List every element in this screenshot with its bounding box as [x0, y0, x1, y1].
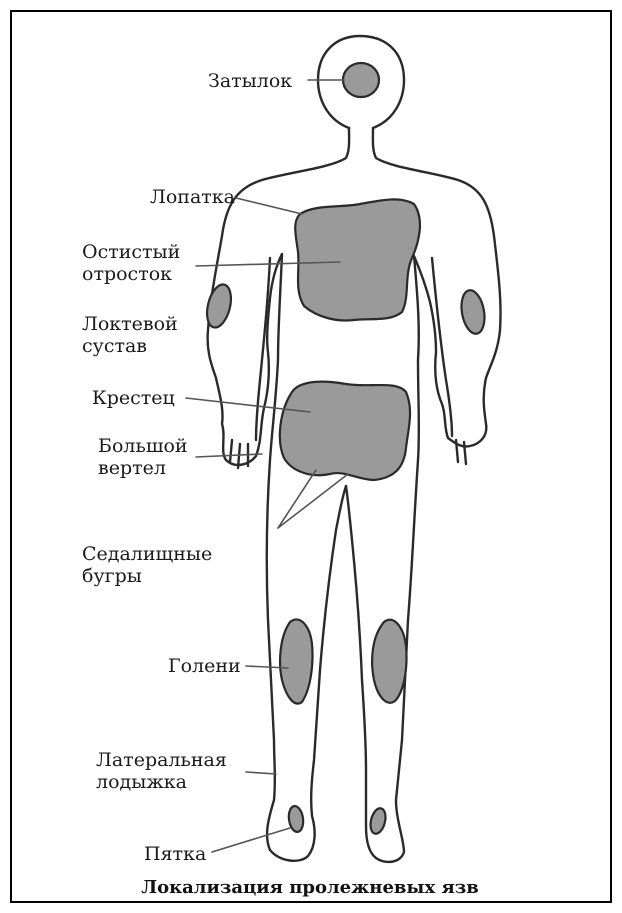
label-malleolus-line2: лодыжка	[96, 771, 187, 793]
label-spinous-line2: отросток	[82, 263, 172, 285]
right-shin-sore	[372, 620, 406, 703]
label-ischial-line2: бугры	[82, 565, 142, 587]
occiput-sore	[343, 63, 379, 97]
label-heel: Пятка	[144, 843, 206, 865]
sacrum-sore	[280, 382, 410, 480]
label-elbow-line1: Локтевой	[82, 313, 178, 335]
figure-caption: Локализация пролежневых язв	[141, 877, 479, 898]
label-occiput: Затылок	[208, 70, 292, 92]
label-ischial-line1: Седалищные	[82, 543, 212, 565]
label-spinous-line1: Остистый	[82, 241, 180, 263]
label-trochanter-line1: Большой	[98, 435, 188, 457]
label-elbow-line2: сустав	[82, 335, 147, 357]
label-scapula: Лопатка	[150, 186, 235, 208]
label-sacrum: Крестец	[92, 387, 175, 409]
left-shin-sore	[280, 619, 312, 703]
back-sore	[295, 199, 420, 320]
label-trochanter-line2: вертел	[98, 457, 166, 479]
label-malleolus-line1: Латеральная	[96, 749, 227, 771]
label-shins: Голени	[168, 655, 241, 677]
